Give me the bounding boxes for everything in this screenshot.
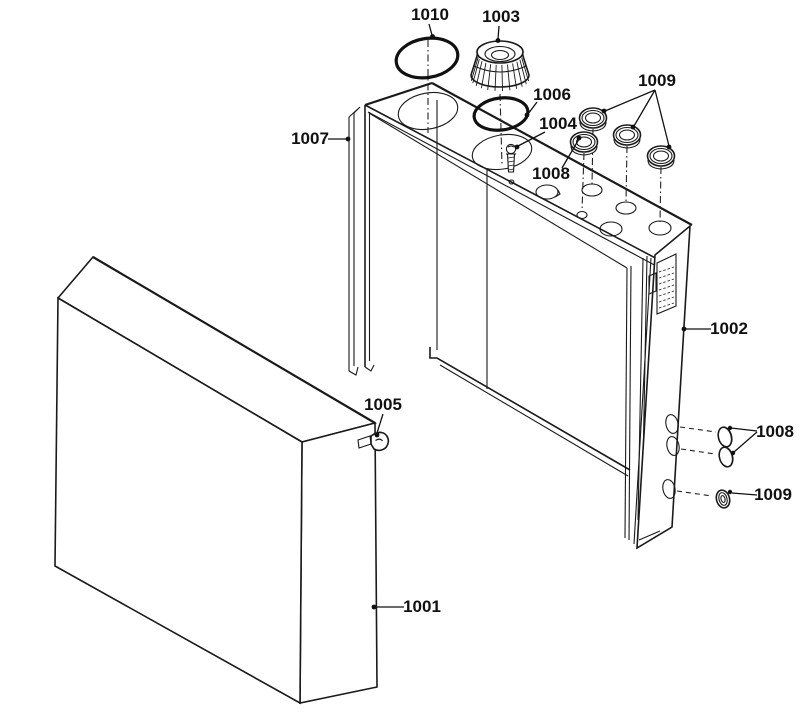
tank-top-face [365, 83, 692, 262]
tank-front-bottom-inner [439, 364, 629, 477]
front-panel-side-face [299, 421, 378, 704]
callout-1009-top: 1009 [638, 71, 676, 90]
grommet-1009-b [612, 124, 642, 149]
rating-sticker [648, 253, 677, 315]
front-panel-front-face [54, 296, 303, 705]
tank-top-left-edge [364, 81, 433, 107]
screw-1004 [505, 143, 517, 185]
callout-1002: 1002 [710, 319, 748, 338]
sticker-tab [648, 272, 657, 295]
plug-leader-lines [676, 426, 717, 497]
tank-opening-2 [471, 133, 533, 171]
callout-1009-side: 1009 [754, 485, 792, 504]
plug-1009-side [715, 489, 731, 509]
callout-leaders [328, 23, 758, 610]
callout-1008-side: 1008 [756, 422, 794, 441]
front-panel-back-edge [92, 256, 376, 424]
end-cap-face [636, 224, 691, 550]
plug-1008-b [718, 446, 734, 468]
cap-1003 [470, 40, 530, 92]
callout-1001: 1001 [403, 597, 441, 616]
tank-inner-right-b [628, 265, 632, 541]
grommet-1008 [569, 131, 599, 156]
grommet-1009-a [578, 107, 608, 132]
tank-front-bottom-edge [429, 347, 631, 471]
callout-labels: 1010 1003 1006 1004 1008 1009 1007 1002 … [291, 5, 794, 616]
plug-1008-a [717, 426, 733, 448]
o-ring-1010 [394, 36, 460, 80]
leader-1009-fan [601, 89, 672, 150]
callout-1004: 1004 [539, 114, 577, 133]
tank-top-holes [535, 183, 672, 237]
callout-1010: 1010 [411, 5, 449, 24]
callout-1003: 1003 [482, 7, 520, 26]
callout-1008-top: 1008 [532, 164, 570, 183]
tank-end-cap [633, 224, 691, 550]
leader-1008-side-fan [727, 425, 758, 456]
retaining-clip [357, 431, 390, 452]
tank-opening-1 [397, 91, 459, 131]
tank-top-front-edge-inner [367, 111, 661, 269]
tank-right-frame-a [637, 257, 644, 521]
callout-1006: 1006 [533, 85, 571, 104]
tank-top-back-edge [431, 82, 693, 226]
tank-body [364, 81, 693, 541]
end-cap-bottom-tick [638, 530, 661, 541]
front-panel [54, 255, 378, 705]
tank-inner-right-a [624, 267, 628, 539]
cap-ribs [470, 57, 530, 92]
gasket-strip [348, 106, 361, 376]
callout-1005: 1005 [364, 395, 402, 414]
end-cap-holes [662, 414, 680, 499]
tank-left-foot [364, 364, 375, 372]
tank-interior-edge [368, 112, 628, 269]
o-ring-1006 [472, 96, 530, 132]
end-cap-lip [633, 257, 652, 545]
callout-1007: 1007 [291, 129, 329, 148]
grommet-1009-c [646, 145, 676, 170]
